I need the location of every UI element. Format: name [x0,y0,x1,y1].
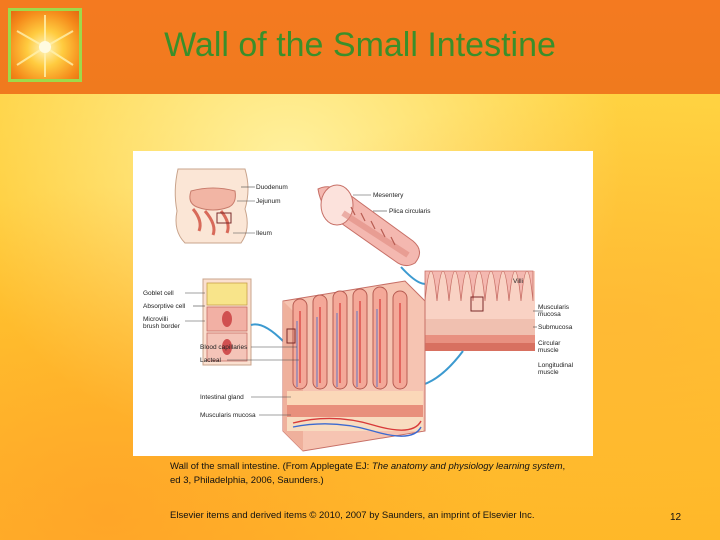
intestine-tube [317,184,420,267]
cell-inset [202,278,252,366]
label-villi: Villi [513,278,523,285]
label-microvilli-1: Microvilli [143,316,168,323]
label-microvilli-2: brush border [143,323,181,330]
copyright-footer: Elsevier items and derived items © 2010,… [170,510,535,521]
label-lacteal: Lacteal [200,357,222,364]
label-longitudinal-2: muscle [538,369,559,376]
label-muscularis-mucosa: Muscularis mucosa [200,412,256,419]
label-goblet-cell: Goblet cell [143,290,174,297]
label-circular-1: Circular [538,340,561,347]
label-muscularis-mucosa-right-2: mucosa [538,311,561,318]
label-plica-circularis: Plica circularis [389,208,431,215]
orange-slice-icon [16,15,74,77]
orange-slice-thumbnail [8,8,82,82]
label-duodenum: Duodenum [256,184,288,191]
caption-text-2: , ed 3, Philadelphia, 2006, Saunders.) [170,461,566,486]
intestine-figure: Duodenum Jejunum Ileum Mesentery Plica c… [133,151,593,456]
villi-section [424,270,535,351]
label-absorptive-cell: Absorptive cell [143,303,186,310]
label-longitudinal-1: Longitudinal [538,362,574,369]
label-muscularis-mucosa-right-1: Muscularis [538,304,570,311]
figure-caption: Wall of the small intestine. (From Apple… [170,460,570,488]
torso-illustration [174,168,249,244]
label-ileum: Ileum [256,230,272,237]
label-submucosa: Submucosa [538,324,573,331]
label-blood-capillaries: Blood capillaries [200,344,248,351]
arrow-icon-3 [250,323,284,342]
page-number: 12 [670,512,682,523]
label-circular-2: muscle [538,347,559,354]
caption-book-title: The anatomy and physiology learning syst… [371,461,563,472]
label-jejunum: Jejunum [256,198,281,205]
intestine-diagram: Duodenum Jejunum Ileum Mesentery Plica c… [143,168,574,452]
villi-block [282,280,426,452]
label-intestinal-gland: Intestinal gland [200,394,244,401]
label-mesentery: Mesentery [373,192,404,199]
slide-header: Wall of the Small Intestine [0,0,720,94]
caption-text-1: Wall of the small intestine. (From Apple… [170,461,372,472]
slide-title: Wall of the Small Intestine [164,26,556,64]
